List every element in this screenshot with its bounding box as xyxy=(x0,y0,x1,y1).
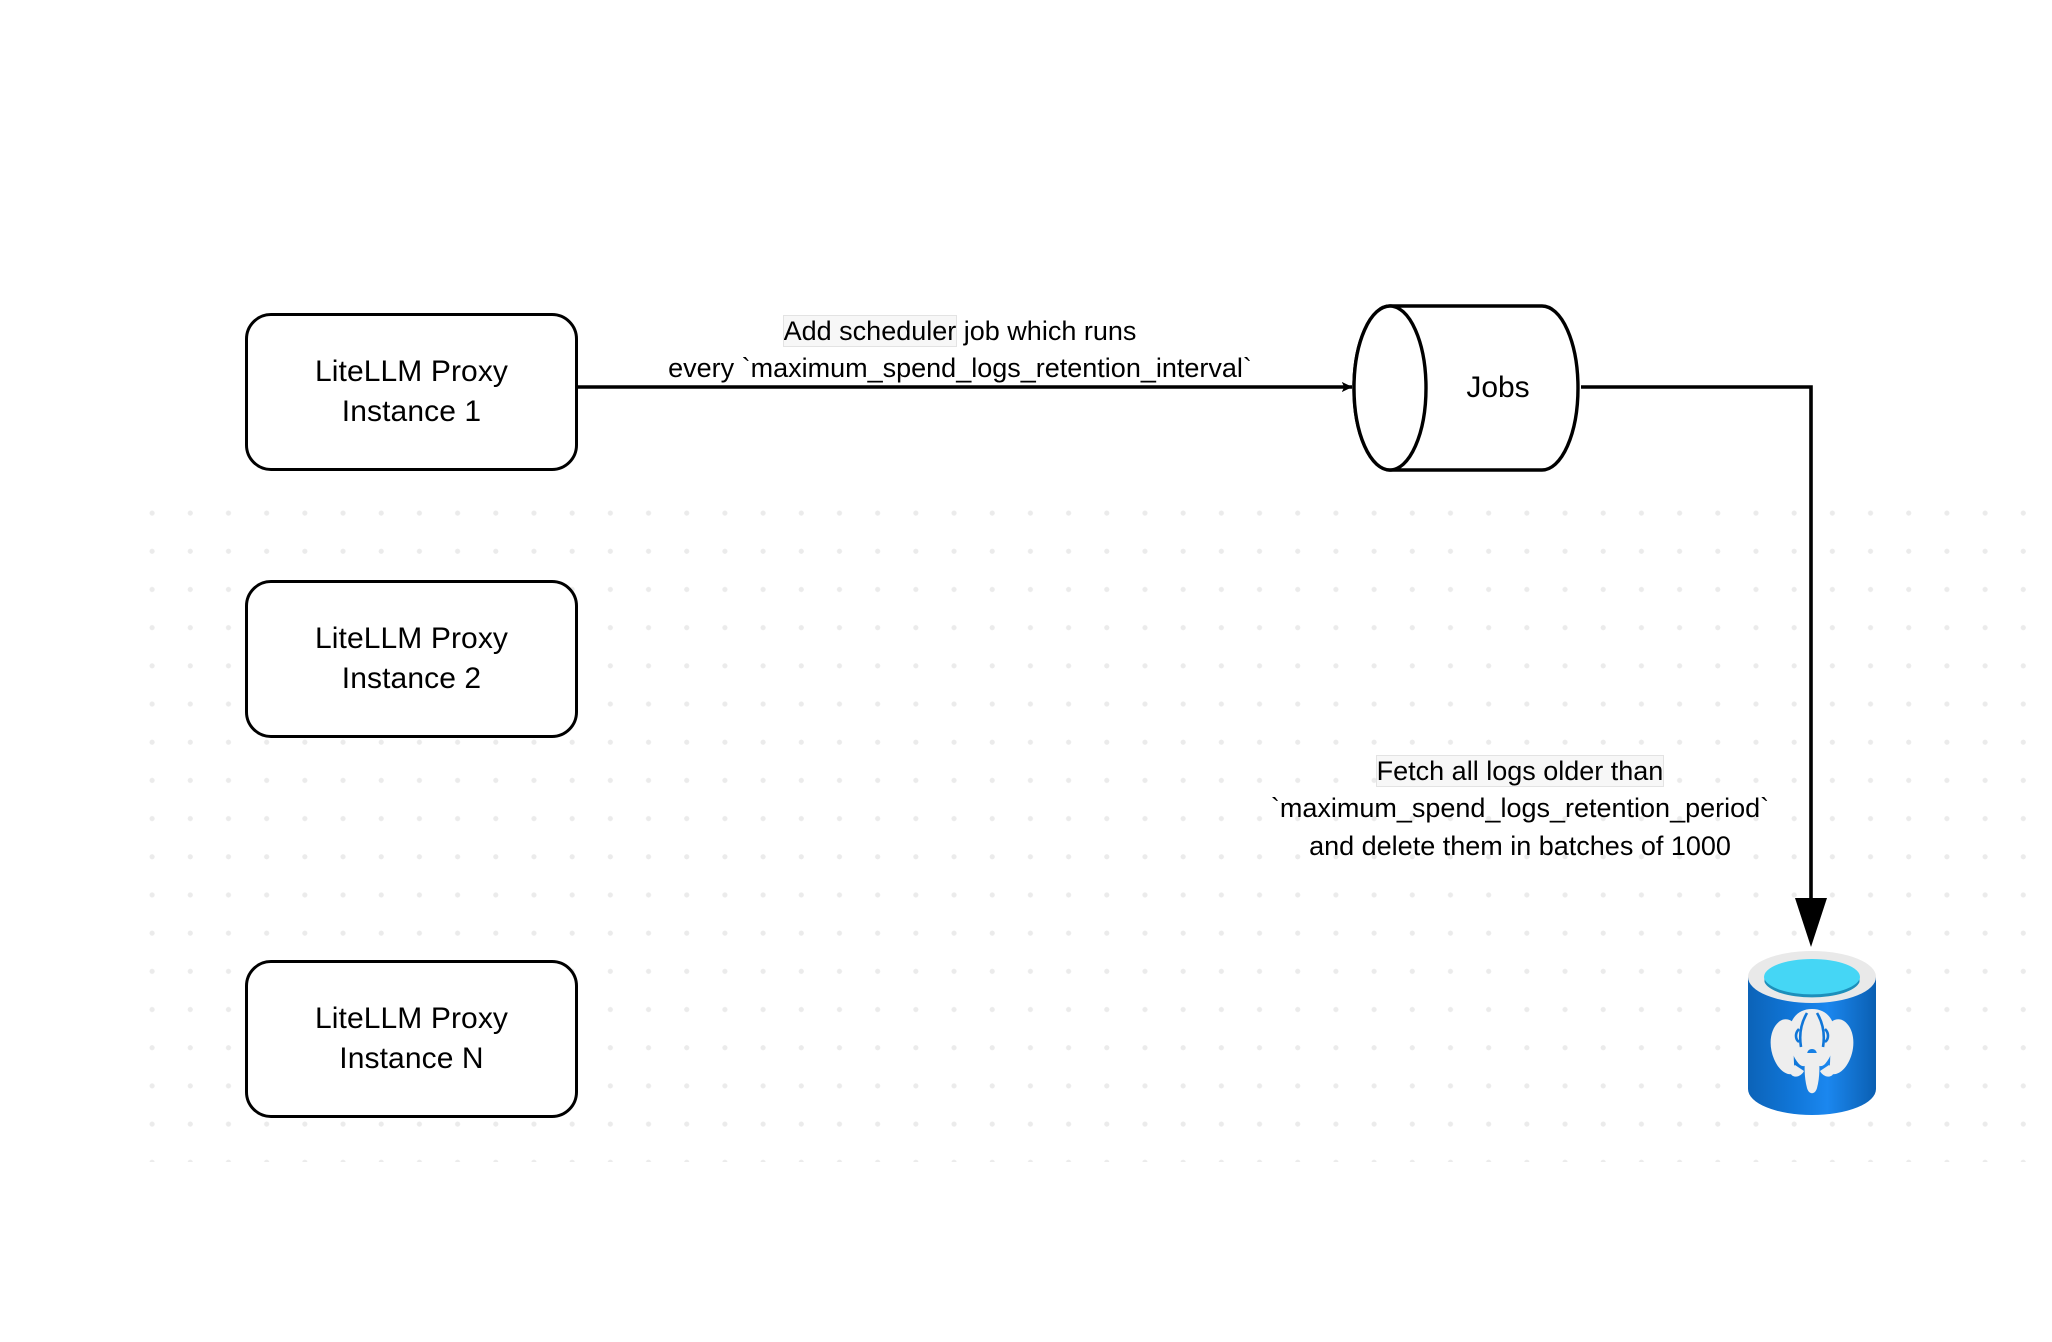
edge-label-highlight-scheduler: Add scheduler xyxy=(782,315,958,347)
jobs-cylinder-shape xyxy=(1352,304,1580,472)
edge-label-fetch-delete: Fetch all logs older than `maximum_spend… xyxy=(1240,753,1800,865)
node-proxy-instance-1-label: LiteLLM Proxy Instance 1 xyxy=(314,355,509,428)
edge-label-fetch-line-1: Fetch all logs older than xyxy=(1240,753,1800,790)
node-proxy-instance-n-label: LiteLLM Proxy Instance N xyxy=(314,1002,509,1075)
node-proxy-instance-2[interactable]: LiteLLM Proxy Instance 2 xyxy=(245,580,578,738)
postgres-elephant-icon xyxy=(1770,1009,1854,1094)
postgresql-database-icon xyxy=(1748,951,1876,1115)
node-proxy-instance-n[interactable]: LiteLLM Proxy Instance N xyxy=(245,960,578,1118)
node-proxy-instance-2-label: LiteLLM Proxy Instance 2 xyxy=(314,622,509,695)
node-postgres-database[interactable] xyxy=(1743,943,1881,1123)
db-top-surface xyxy=(1764,959,1860,995)
edge-label-fetch-line-2: `maximum_spend_logs_retention_period` xyxy=(1270,793,1770,824)
node-jobs-queue[interactable]: Jobs xyxy=(1352,300,1592,475)
edge-label-scheduler-line-2: every `maximum_spend_logs_retention_inte… xyxy=(668,353,1252,384)
edge-label-fetch-line-3: and delete them in batches of 1000 xyxy=(1309,830,1731,861)
edge-label-highlight-fetch: Fetch all logs older than xyxy=(1375,755,1665,787)
edge-label-scheduler-line-1: Add scheduler job which runs xyxy=(620,313,1300,350)
node-jobs-queue-label: Jobs xyxy=(1466,370,1530,404)
postgres-elephant-detail xyxy=(1794,1012,1830,1048)
node-proxy-instance-1[interactable]: LiteLLM Proxy Instance 1 xyxy=(245,313,578,471)
connector-arrowhead-postgres xyxy=(1795,898,1827,947)
edge-label-scheduler-line-1-rest: job which runs xyxy=(956,316,1137,346)
edge-label-scheduler-job: Add scheduler job which runs every `maxi… xyxy=(620,313,1300,388)
db-top-inner-band xyxy=(1764,979,1860,998)
